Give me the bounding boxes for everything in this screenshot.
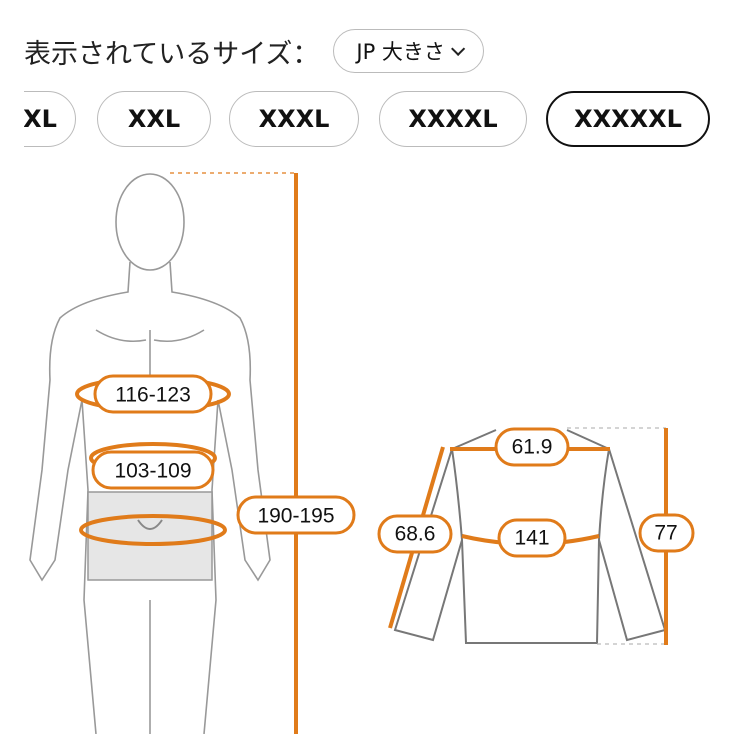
height-measurement: 190-195 <box>236 495 356 535</box>
unit-selector-dropdown[interactable]: JP 大きさ <box>333 29 484 73</box>
unit-selector-value: JP 大きさ <box>356 40 445 64</box>
svg-text:141: 141 <box>514 527 549 550</box>
chest-measurement: 116-123 <box>93 374 213 414</box>
svg-text:190-195: 190-195 <box>257 505 334 528</box>
svg-text:116-123: 116-123 <box>115 384 191 407</box>
svg-text:103-109: 103-109 <box>114 460 191 483</box>
hip-line <box>79 514 227 546</box>
size-display-header: 表示されているサイズ： JP 大きさ <box>24 28 484 74</box>
size-option-xxxxxl[interactable]: XXXXXL <box>546 91 710 147</box>
displayed-size-label: 表示されているサイズ： <box>24 38 320 70</box>
svg-text:68.6: 68.6 <box>395 523 436 546</box>
garment-chest-measurement: 141 <box>497 518 567 558</box>
size-option-xxl[interactable]: XXL <box>97 91 211 147</box>
size-label: XL <box>24 105 57 133</box>
size-label: XXXXXL <box>574 105 682 133</box>
waist-measurement: 103-109 <box>91 450 215 490</box>
shorts <box>87 491 213 581</box>
size-label: XXXXL <box>408 105 498 133</box>
body-figure <box>29 173 271 734</box>
sleeve-measurement: 68.6 <box>377 514 453 554</box>
length-measurement: 77 <box>638 513 695 553</box>
size-label: XXXL <box>258 105 330 133</box>
size-option-xxxl[interactable]: XXXL <box>229 91 359 147</box>
svg-text:77: 77 <box>654 522 677 545</box>
svg-text:61.9: 61.9 <box>512 436 553 459</box>
size-label: XXL <box>127 105 181 133</box>
size-option-xxxxl[interactable]: XXXXL <box>379 91 527 147</box>
size-selector: XL XXL XXXL XXXXL XXXXXL <box>24 91 734 151</box>
shoulder-measurement: 61.9 <box>494 427 570 467</box>
size-option-xl[interactable]: XL <box>24 91 76 147</box>
